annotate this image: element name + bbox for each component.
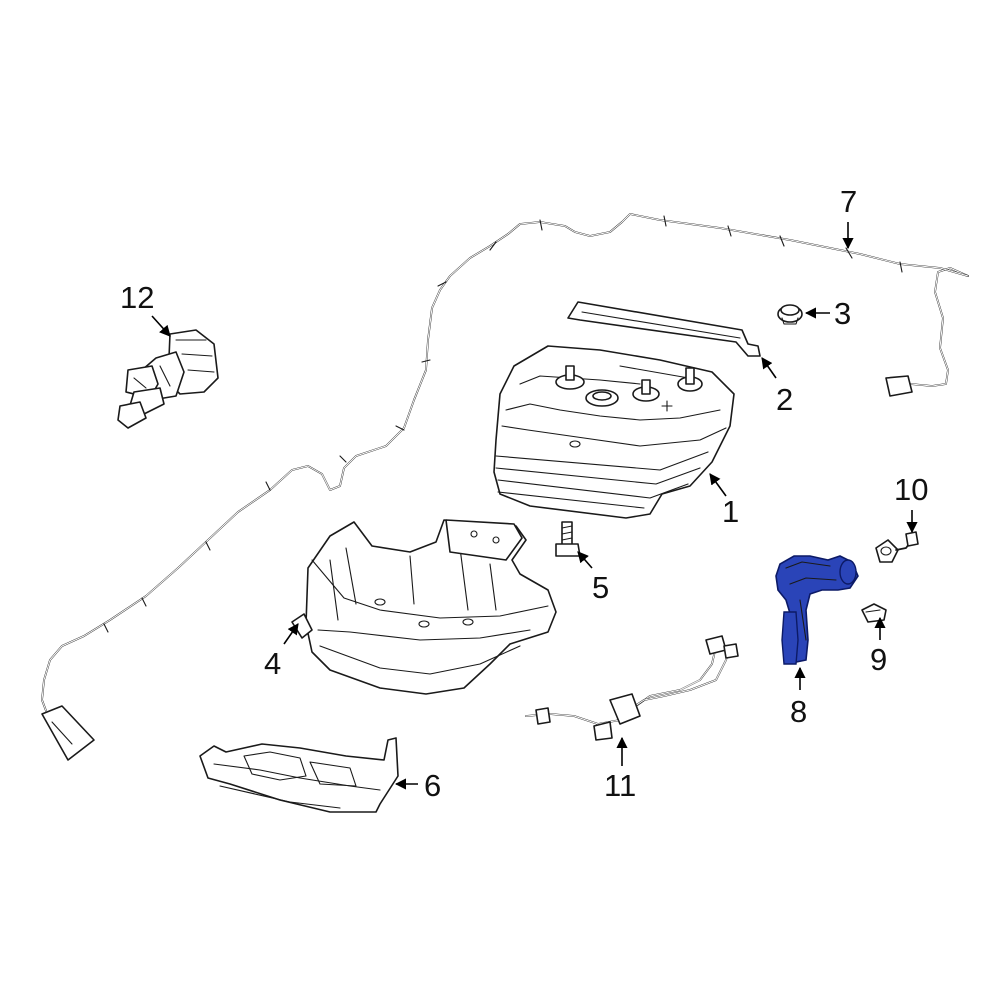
leader-12	[151, 315, 171, 337]
leader-1	[709, 473, 727, 497]
callout-9: 9	[870, 642, 887, 677]
callout-2: 2	[776, 382, 793, 417]
tank-cradle[interactable]	[291, 519, 557, 695]
fuel-tank[interactable]	[493, 345, 735, 519]
callout-4: 4	[264, 646, 281, 681]
tank-strap[interactable]	[567, 301, 761, 357]
fuel-filler-neck[interactable]	[775, 555, 859, 665]
leader-5	[577, 551, 593, 569]
callout-12: 12	[120, 280, 154, 315]
vent-connector[interactable]	[875, 531, 919, 563]
grommet[interactable]	[777, 304, 803, 325]
callout-10: 10	[894, 472, 928, 507]
leader-2	[761, 357, 777, 379]
evap-valve[interactable]	[117, 329, 219, 429]
callout-11: 11	[604, 768, 636, 803]
fuel-line-assembly[interactable]	[41, 213, 969, 761]
vent-hose[interactable]	[525, 635, 739, 741]
callout-5: 5	[592, 570, 609, 605]
screw-9[interactable]	[861, 603, 887, 623]
bolt-5[interactable]	[555, 521, 581, 557]
callout-1: 1	[722, 494, 739, 529]
callout-3: 3	[834, 296, 851, 331]
callout-7: 7	[840, 184, 857, 219]
leader-4	[283, 623, 299, 645]
callout-6: 6	[424, 768, 441, 803]
splash-shield[interactable]	[199, 737, 399, 813]
callout-8: 8	[790, 694, 807, 729]
